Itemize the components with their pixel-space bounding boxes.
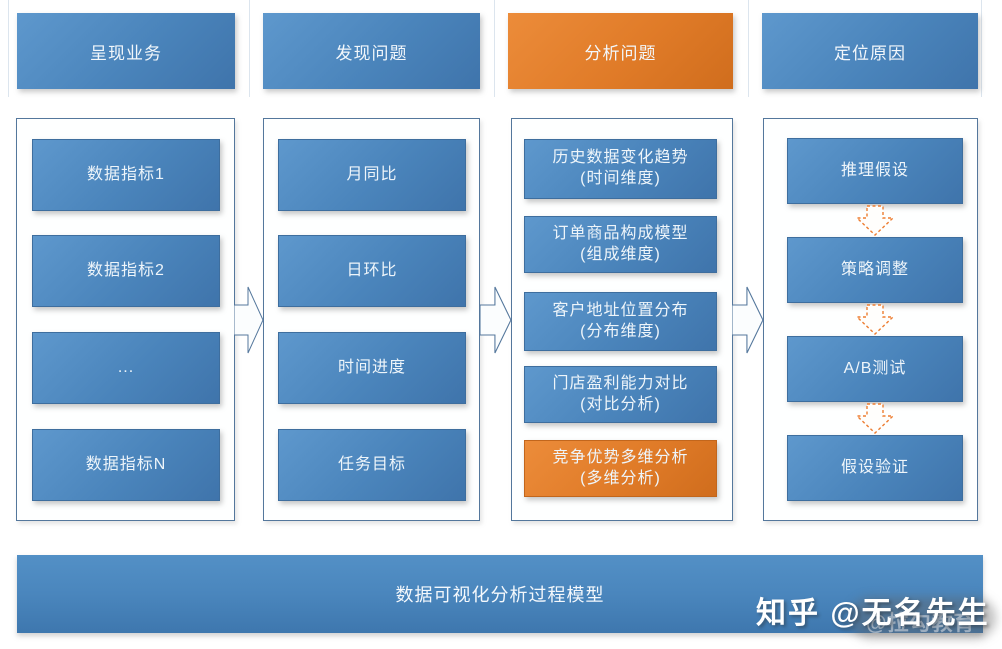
analysis-box-subtitle: (对比分析) <box>580 395 661 413</box>
footer-title-bar: 数据可视化分析过程模型 <box>17 555 983 633</box>
metric-box-n: 数据指标N <box>32 429 220 501</box>
zhihu-watermark: 知乎 @无名先生 <box>756 597 990 630</box>
metric-box-2: 数据指标2 <box>32 235 220 307</box>
ghost-watermark-text: @拉勾教育 <box>866 612 976 635</box>
dashed-arrow-down-icon <box>855 304 895 335</box>
analysis-box-title: 客户地址位置分布 <box>552 301 689 319</box>
metric-box-ellipsis: ... <box>32 332 220 404</box>
top-separator-line <box>981 0 982 97</box>
compare-box-month-yoy: 月同比 <box>278 139 466 211</box>
compare-box-task-target: 任务目标 <box>278 429 466 501</box>
flow-arrow-right-icon <box>234 286 264 354</box>
analysis-box-multidimensional-analysis: 竞争优势多维分析 (多维分析) <box>524 440 717 497</box>
compare-box-time-progress: 时间进度 <box>278 332 466 404</box>
dashed-arrow-down-icon <box>855 403 895 434</box>
top-separator-line <box>8 0 9 97</box>
hypothesis-box-ab-test: A/B测试 <box>787 336 963 402</box>
analysis-box-subtitle: (组成维度) <box>580 245 661 263</box>
analysis-box-subtitle: (时间维度) <box>580 170 661 187</box>
flow-arrow-right-icon <box>732 286 764 354</box>
dashed-arrow-down-icon <box>855 205 895 236</box>
analysis-box-title: 门店盈利能力对比 <box>552 374 689 392</box>
stage-header-present-business: 呈现业务 <box>17 13 235 89</box>
stage-header-locate-cause: 定位原因 <box>762 13 978 89</box>
hypothesis-box-strategy-adjust: 策略调整 <box>787 237 963 303</box>
metric-box-1: 数据指标1 <box>32 139 220 211</box>
analysis-box-time-dimension: 历史数据变化趋势 (时间维度) <box>524 139 717 199</box>
flow-arrow-right-icon <box>480 286 512 354</box>
top-separator-line <box>494 0 495 97</box>
analysis-box-title: 竞争优势多维分析 <box>552 448 689 466</box>
hypothesis-box-reasoning: 推理假设 <box>787 138 963 204</box>
analysis-box-composition-dimension: 订单商品构成模型 (组成维度) <box>524 216 717 273</box>
ghost-watermark-blob <box>850 597 996 639</box>
stage-header-analyze-problem: 分析问题 <box>508 13 733 89</box>
top-separator-line <box>748 0 749 97</box>
analysis-box-distribution-dimension: 客户地址位置分布 (分布维度) <box>524 292 717 351</box>
analysis-box-subtitle: (分布维度) <box>580 322 661 340</box>
stage-header-discover-problem: 发现问题 <box>263 13 480 89</box>
hypothesis-box-verify: 假设验证 <box>787 435 963 501</box>
compare-box-day-mom: 日环比 <box>278 235 466 307</box>
top-separator-line <box>249 0 250 97</box>
analysis-box-title: 历史数据变化趋势 <box>552 149 689 167</box>
analysis-box-subtitle: (多维分析) <box>580 469 661 487</box>
diagram-title: 数据可视化分析过程模型 <box>395 585 605 605</box>
analysis-box-title: 订单商品构成模型 <box>552 224 689 242</box>
analysis-box-comparison-analysis: 门店盈利能力对比 (对比分析) <box>524 366 717 423</box>
